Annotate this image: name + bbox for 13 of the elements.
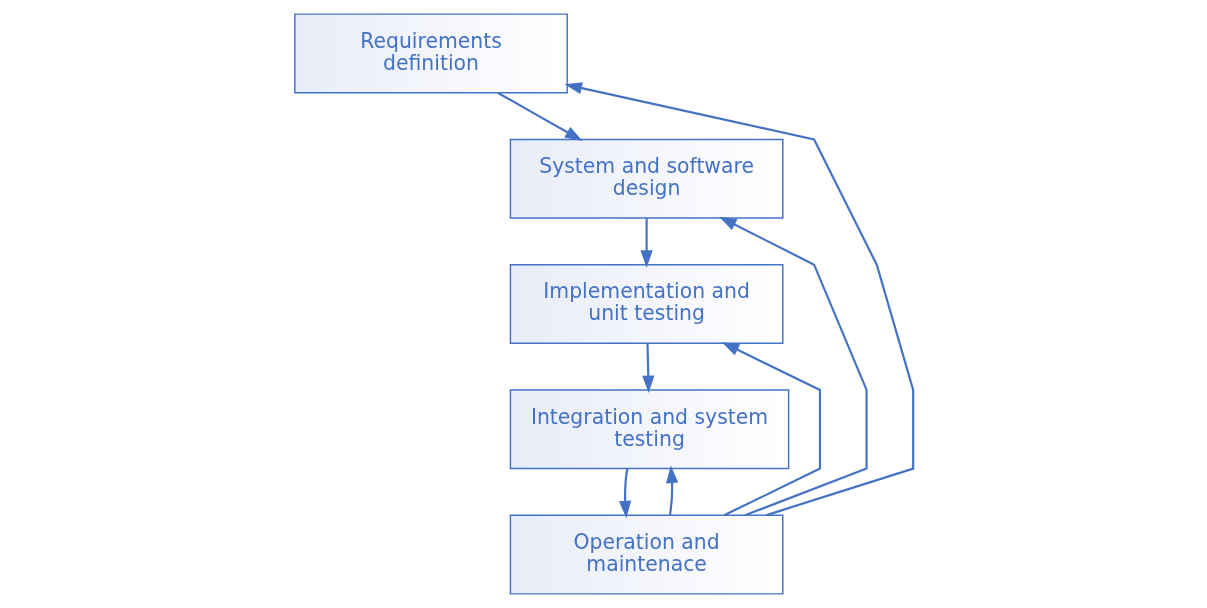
node-box: Integration and system testing [509, 389, 789, 470]
arrow [718, 216, 868, 517]
node-box: Implementation and unit testing [509, 263, 784, 345]
node-box: System and software design [509, 138, 784, 219]
arrow [564, 82, 914, 517]
arrow [497, 92, 582, 141]
node-box: Operation and maintenace [509, 514, 784, 595]
arrow [618, 468, 631, 519]
arrow [641, 343, 654, 394]
arrow [665, 465, 678, 516]
arrow [640, 218, 653, 268]
node-box: Requirements definition [293, 13, 568, 94]
arrow [721, 342, 821, 516]
